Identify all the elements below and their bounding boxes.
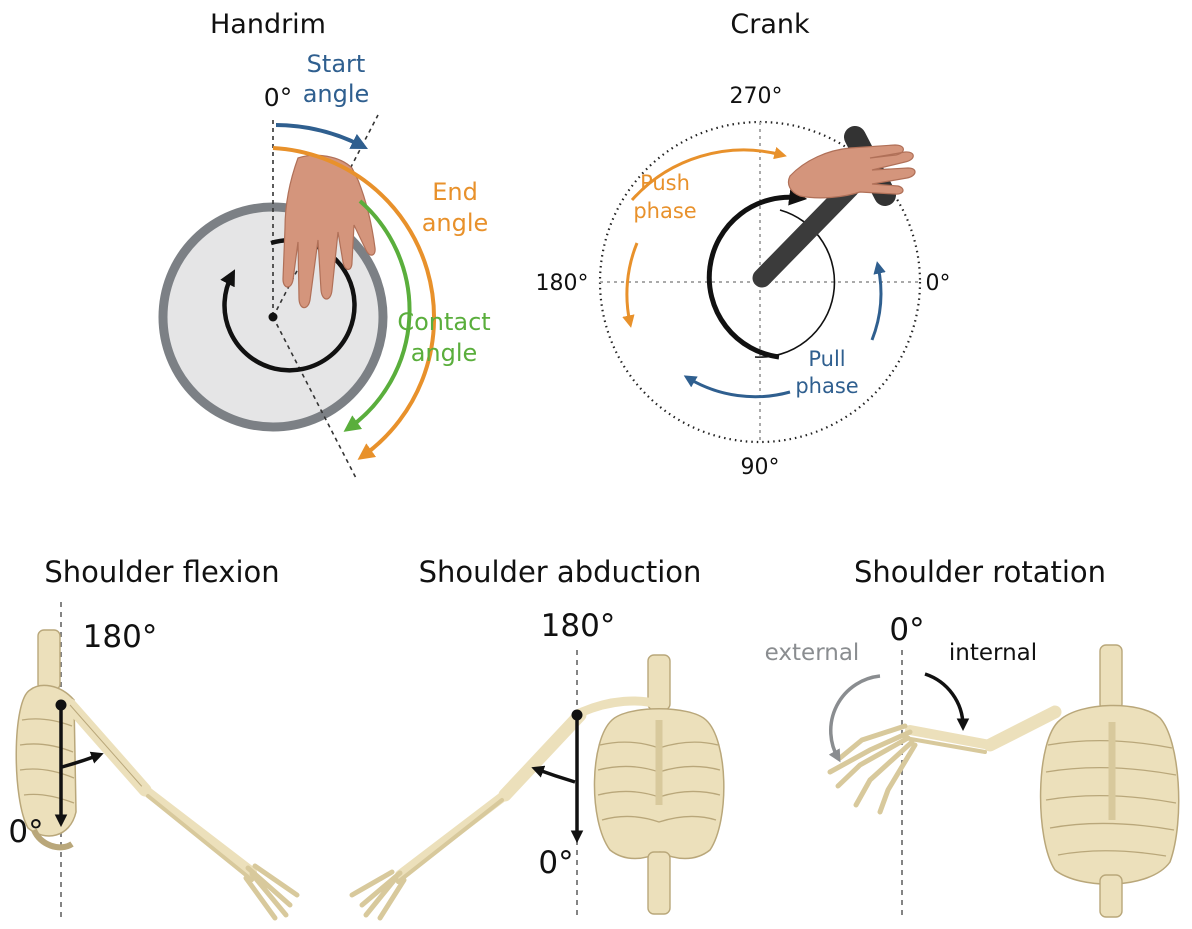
contact-angle-label-line2: angle [411, 339, 478, 367]
start-angle-label-line2: angle [303, 80, 370, 108]
wheel-hub [269, 313, 278, 322]
end-angle-label-line1: End [432, 178, 478, 206]
abduction-title: Shoulder abduction [419, 555, 702, 589]
skeleton-icon [830, 645, 1179, 917]
abduction-top-label: 180° [541, 608, 616, 644]
push-phase-label-line2: phase [633, 199, 696, 223]
rotation-top-label: 0° [889, 612, 924, 648]
start-angle-label-line1: Start [307, 50, 366, 78]
internal-rotation-arrow [925, 674, 963, 726]
external-label: external [765, 640, 860, 666]
abduction-arc-arrow [536, 769, 575, 782]
rotation-title: Shoulder rotation [854, 555, 1106, 589]
pull-phase-arrow-lower [688, 378, 790, 397]
handrim-zero-label: 0° [264, 83, 292, 112]
skeleton-icon [16, 630, 297, 918]
flexion-top-label: 180° [83, 619, 158, 655]
push-phase-label-line1: Push [640, 171, 690, 195]
flexion-pivot [56, 700, 67, 711]
flexion-bottom-label: 0° [8, 814, 43, 850]
abduction-bottom-label: 0° [538, 845, 573, 881]
pull-phase-label-line1: Pull [808, 347, 845, 371]
shoulder-rotation-panel: Shoulder rotation 0° external internal [765, 555, 1179, 918]
start-angle-arrow [276, 125, 362, 146]
shoulder-flexion-panel: Shoulder flexion 180° 0° [8, 555, 297, 918]
crank-label-90: 90° [741, 455, 780, 480]
handrim-title: Handrim [210, 9, 326, 40]
crank-arm [762, 188, 850, 278]
crank-label-180: 180° [536, 271, 589, 296]
flexion-title: Shoulder flexion [44, 555, 279, 589]
internal-label: internal [949, 640, 1037, 666]
contact-angle-label-line1: Contact [397, 308, 490, 336]
shoulder-abduction-panel: Shoulder abduction 180° 0° [352, 555, 724, 918]
pull-phase-arrow-upper [872, 266, 881, 340]
end-angle-label-line2: angle [422, 209, 489, 237]
crank-panel: Crank 270° 180° 0° 90° Push phase Pull p… [536, 9, 951, 480]
crank-title: Crank [730, 9, 810, 40]
abduction-pivot [572, 710, 583, 721]
pull-phase-label-line2: phase [795, 374, 858, 398]
crank-label-270: 270° [730, 84, 783, 109]
handrim-panel: Handrim 0° Start angle End angle Contact… [163, 9, 491, 480]
hand-icon [788, 145, 915, 198]
crank-label-0: 0° [926, 271, 951, 296]
